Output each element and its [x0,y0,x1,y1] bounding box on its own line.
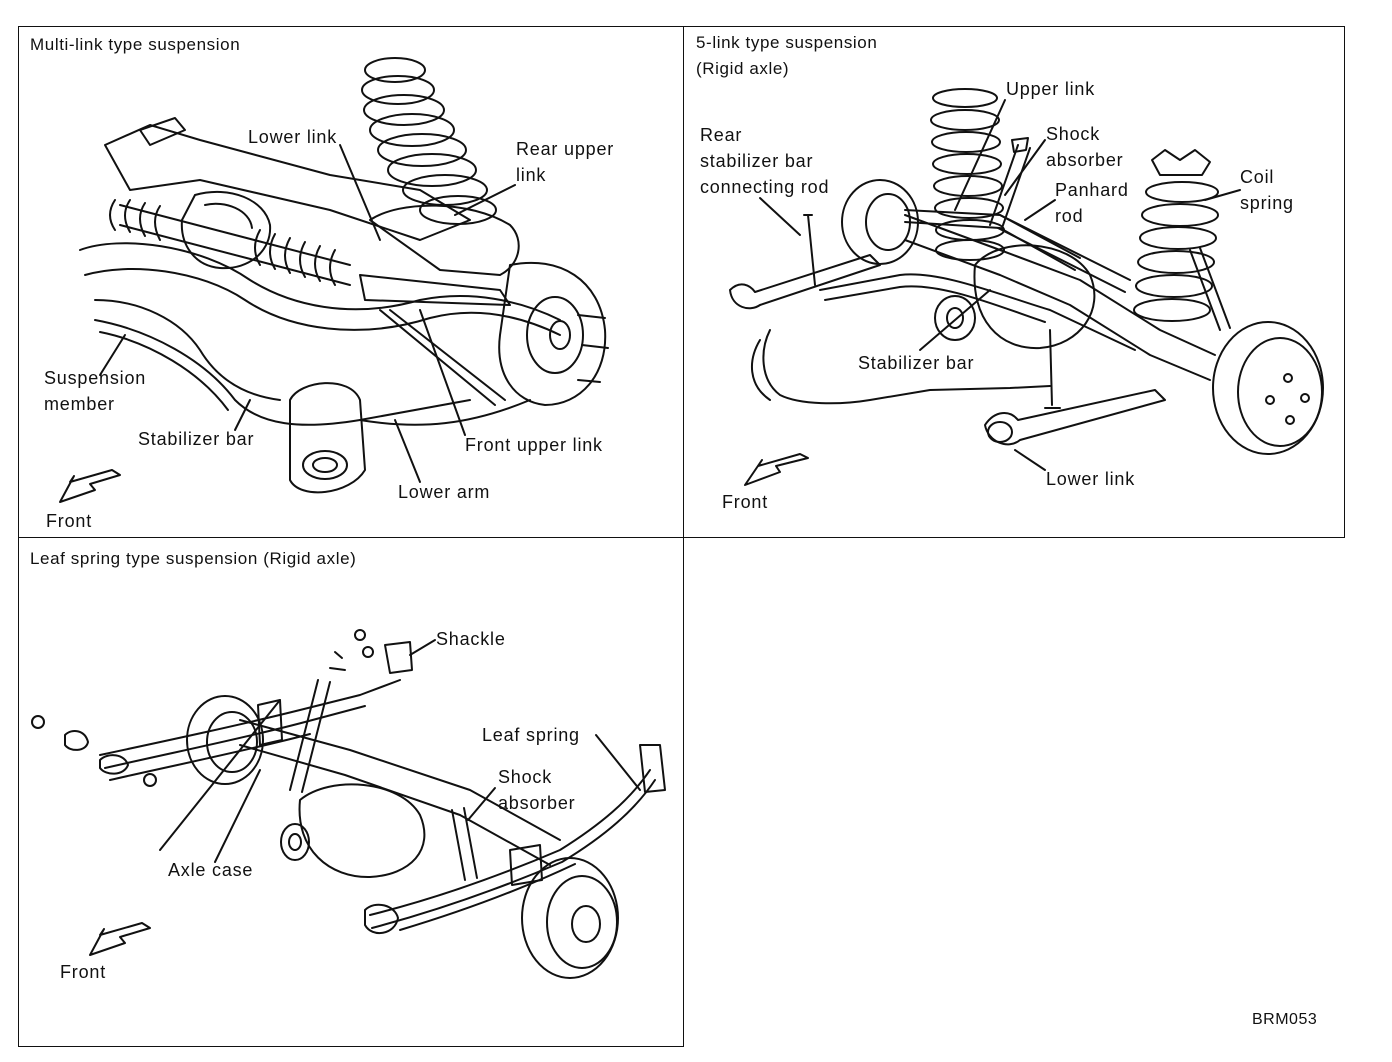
leafspring-title: Leaf spring type suspension (Rigid axle) [30,549,357,568]
panel-fivelink-frame [683,26,1345,538]
label-stabilizer-bar-fivelink: Stabilizer bar [858,353,975,373]
label-leaf-spring: Leaf spring [482,725,580,745]
label-upper-link: Upper link [1006,79,1096,99]
label-rear-upper-link: Rear upper link [516,139,615,185]
label-lower-link: Lower link [248,127,338,147]
figure-code: BRM053 [1252,1011,1318,1028]
label-panhard-rod: Panhard rod [1055,180,1129,226]
label-coil-spring: Coil spring [1240,167,1294,213]
label-front-upper-link: Front upper link [465,435,603,455]
label-front-fivelink: Front [722,492,769,512]
multilink-illustration [0,0,684,538]
leafspring-illustration [0,0,684,1062]
label-front-leafspring: Front [60,962,107,982]
label-rear-stabilizer-rod: Rear stabilizer bar connecting rod [700,125,830,197]
panel-leafspring-frame [18,537,684,1047]
label-lower-link-fivelink: Lower link [1046,469,1136,489]
fivelink-illustration [0,0,1392,538]
fivelink-title: 5-link type suspension (Rigid axle) [696,33,878,78]
label-shock-absorber-leaf: Shock absorber [498,767,576,813]
label-shock-absorber-fivelink: Shock absorber [1046,124,1124,170]
label-stabilizer-bar: Stabilizer bar [138,429,255,449]
label-front-multilink: Front [46,511,93,531]
label-suspension-member: Suspension member [44,368,147,414]
label-shackle: Shackle [436,629,506,649]
label-lower-arm: Lower arm [398,482,491,502]
multilink-title: Multi-link type suspension [30,35,241,54]
label-axle-case: Axle case [168,860,254,880]
